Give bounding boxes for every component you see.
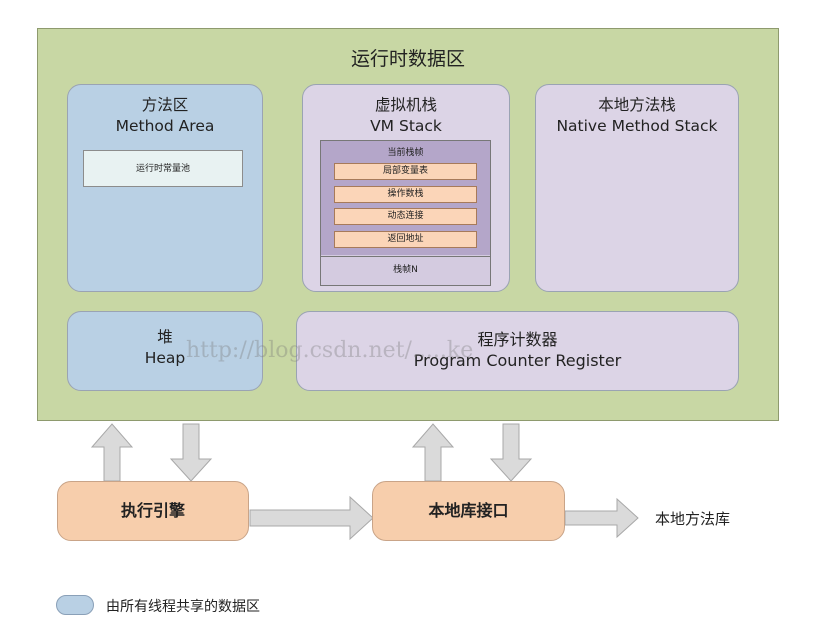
frame-item-return-address: 返回地址 xyxy=(334,231,477,248)
arrow-up-icon xyxy=(411,423,455,482)
frame-item-local-variables: 局部变量表 xyxy=(334,163,477,180)
pc-register-title-cn: 程序计数器 xyxy=(477,330,558,349)
frame-item-operand-stack: 操作数栈 xyxy=(334,186,477,203)
native-library-interface: 本地库接口 xyxy=(372,481,565,541)
native-stack-title-cn: 本地方法栈 xyxy=(598,96,676,114)
legend-label: 由所有线程共享的数据区 xyxy=(106,599,260,615)
native-stack-title-en: Native Method Stack xyxy=(556,117,718,135)
method-area-title-en: Method Area xyxy=(115,117,215,135)
pc-register-title-en: Program Counter Register xyxy=(413,351,622,370)
arrow-down-icon xyxy=(489,423,533,482)
arrow-down-icon xyxy=(169,423,213,482)
arrow-right-icon xyxy=(249,495,374,541)
arrow-right-icon xyxy=(564,497,639,539)
vm-stack-title-en: VM Stack xyxy=(370,117,442,135)
native-method-stack: 本地方法栈 Native Method Stack xyxy=(535,84,739,292)
native-method-library: 本地方法库 xyxy=(655,510,731,528)
arrow-up-icon xyxy=(90,423,134,482)
heap: 堆 Heap xyxy=(67,311,263,391)
runtime-data-area-title: 运行时数据区 xyxy=(350,48,465,70)
stack-frame-n: 栈帧N xyxy=(321,256,490,285)
heap-title-en: Heap xyxy=(144,349,186,367)
method-area: 方法区 Method Area xyxy=(67,84,263,292)
program-counter-register: 程序计数器 Program Counter Register xyxy=(296,311,739,391)
method-area-title-cn: 方法区 xyxy=(141,96,189,114)
vm-stack-title-cn: 虚拟机栈 xyxy=(374,96,437,114)
current-stack-frame-title: 当前栈帧 xyxy=(387,148,424,158)
runtime-constant-pool: 运行时常量池 xyxy=(83,150,243,187)
frame-item-dynamic-linking: 动态连接 xyxy=(334,208,477,225)
legend-swatch xyxy=(56,595,94,615)
heap-title-cn: 堆 xyxy=(157,328,173,346)
execution-engine: 执行引擎 xyxy=(57,481,249,541)
